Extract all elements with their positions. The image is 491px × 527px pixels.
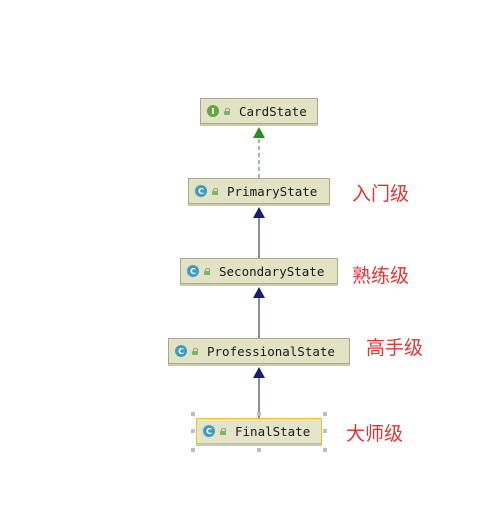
- node-label: SecondaryState: [219, 263, 325, 279]
- annotation-final: 大师级: [346, 423, 404, 445]
- class-icon: C: [187, 265, 199, 277]
- interface-icon: I: [207, 105, 219, 117]
- selection-handle[interactable]: [191, 412, 195, 416]
- selection-handle[interactable]: [257, 448, 261, 452]
- selection-handle[interactable]: [191, 448, 195, 452]
- node-label: CardState: [239, 103, 307, 119]
- selection-handle[interactable]: [257, 412, 261, 416]
- node-finalstate[interactable]: C FinalState: [196, 418, 322, 444]
- node-secondarystate[interactable]: C SecondaryState: [180, 258, 338, 284]
- selection-handle[interactable]: [323, 429, 327, 433]
- extends-arrowhead: [253, 287, 265, 298]
- node-label: ProfessionalState: [207, 343, 335, 359]
- lock-icon: [223, 107, 230, 115]
- node-label: FinalState: [235, 423, 311, 439]
- node-primarystate[interactable]: C PrimaryState: [188, 178, 330, 204]
- lock-icon: [203, 267, 210, 275]
- node-cardstate[interactable]: I CardState: [200, 98, 318, 124]
- class-icon: C: [175, 345, 187, 357]
- annotation-primary: 入门级: [352, 183, 410, 205]
- class-icon: C: [195, 185, 207, 197]
- selection-handle[interactable]: [191, 429, 195, 433]
- extends-arrowhead: [253, 367, 265, 378]
- class-icon: C: [203, 425, 215, 437]
- implements-arrowhead: [253, 127, 265, 138]
- lock-icon: [211, 187, 218, 195]
- annotation-professional: 高手级: [366, 337, 424, 359]
- lock-icon: [191, 347, 198, 355]
- annotation-secondary: 熟练级: [352, 265, 410, 287]
- selection-handle[interactable]: [323, 448, 327, 452]
- selection-handle[interactable]: [323, 412, 327, 416]
- extends-arrowhead: [253, 207, 265, 218]
- node-label: PrimaryState: [227, 183, 318, 199]
- node-professionalstate[interactable]: C ProfessionalState: [168, 338, 350, 364]
- lock-icon: [219, 427, 226, 435]
